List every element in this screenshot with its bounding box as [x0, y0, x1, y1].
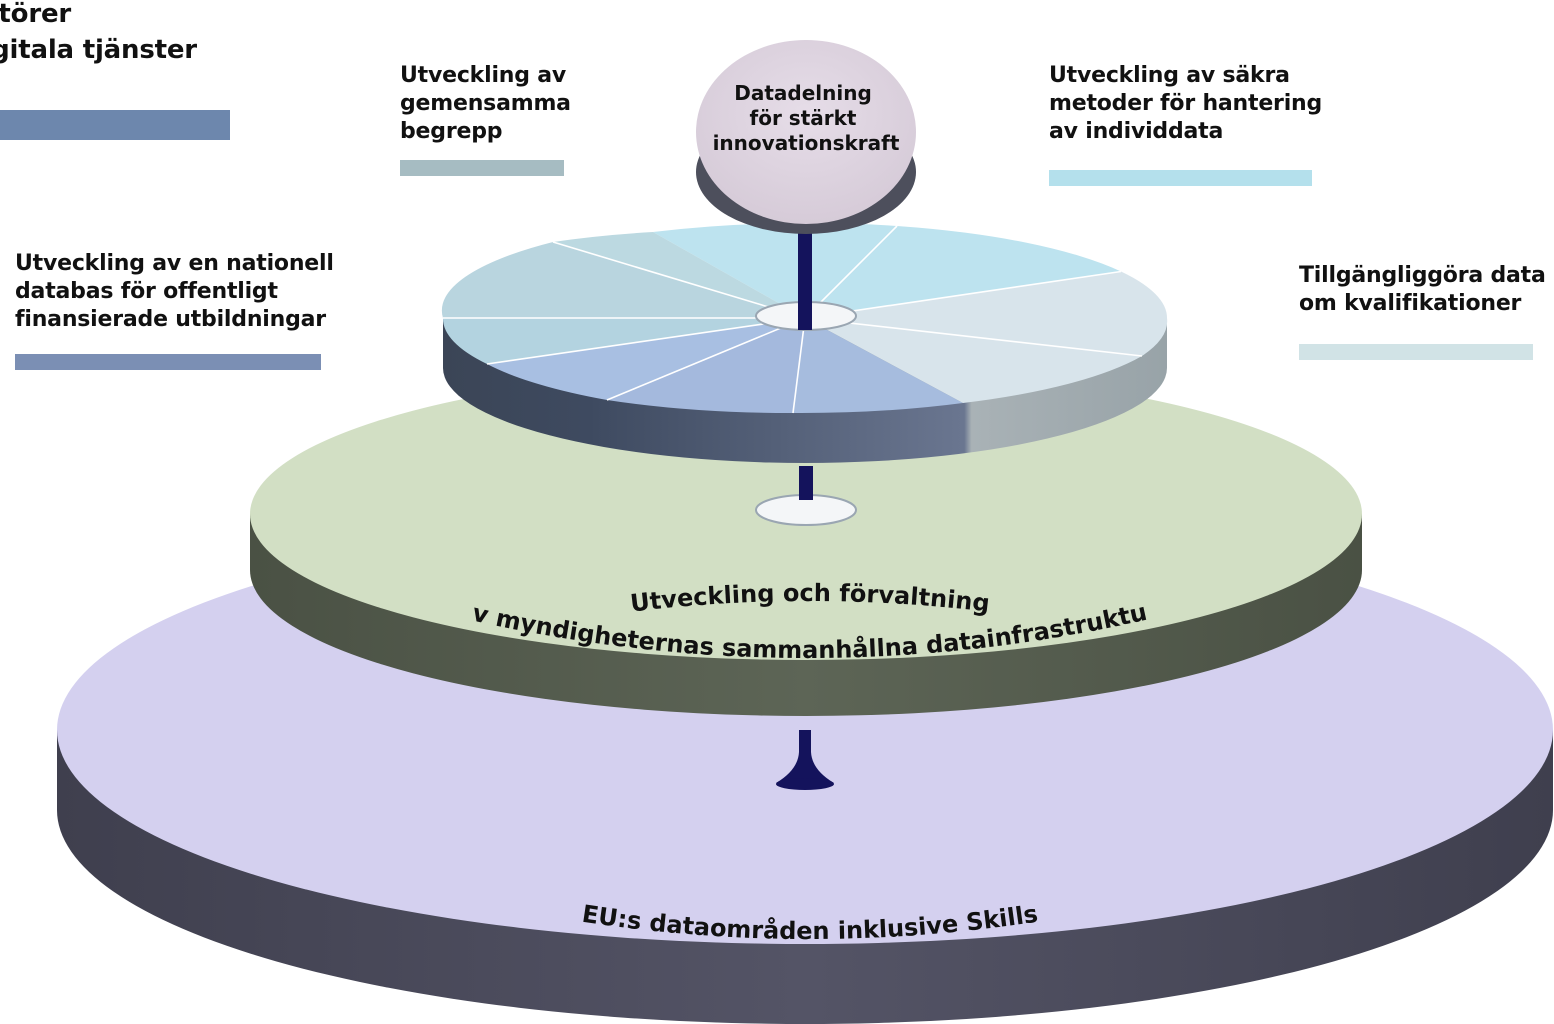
bar-concepts	[400, 160, 564, 176]
label-qualifications: Tillgängliggöra data om kvalifikationer	[1299, 263, 1546, 316]
bar-individual-data	[1049, 170, 1312, 186]
label-actors: aktörer digitala tjänster	[0, 0, 197, 65]
middle-layer	[250, 368, 1362, 716]
hub-line-2: för stärkt	[750, 106, 857, 130]
pie-slices	[441, 223, 1168, 414]
pole-base	[776, 730, 834, 790]
bar-qualifications	[1299, 344, 1533, 360]
label-concepts: Utveckling av gemensamma begrepp	[400, 63, 571, 144]
label-individual-data: Utveckling av säkra metoder för hanterin…	[1049, 63, 1323, 144]
hub-line-3: innovationskraft	[713, 131, 900, 155]
hub-circle: Datadelning för stärkt innovationskraft	[696, 40, 916, 234]
label-national-db: Utveckling av en nationell databas för o…	[15, 251, 334, 332]
hub-line-1: Datadelning	[734, 81, 872, 105]
pie-dividers	[443, 225, 1143, 414]
bar-actors	[0, 110, 230, 140]
pole-upper	[798, 225, 812, 330]
bar-national-db	[15, 354, 321, 370]
